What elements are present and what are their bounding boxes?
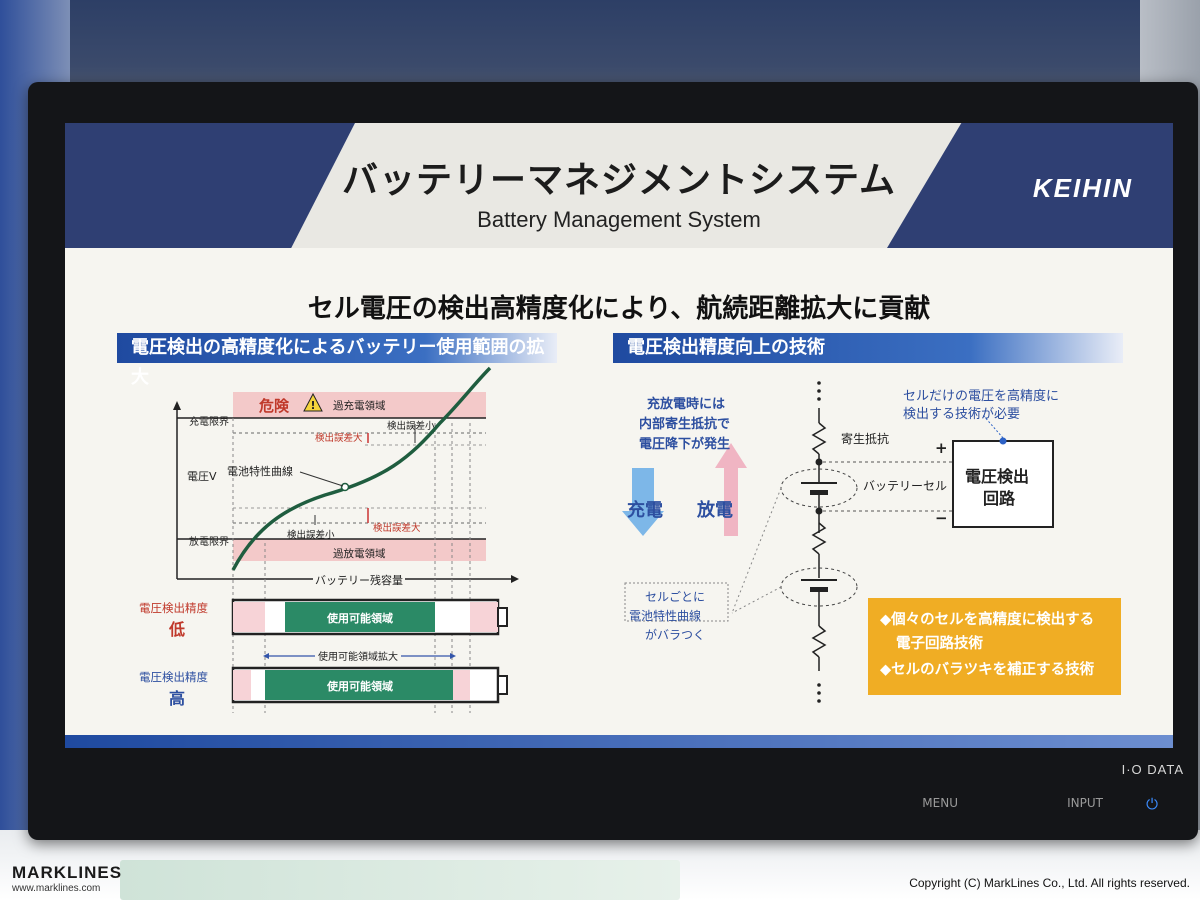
- overdischarge-zone: [233, 539, 486, 561]
- overdischarge-region-label: 過放電領域: [333, 548, 386, 560]
- vary-line-2: 電池特性曲線: [629, 609, 702, 623]
- watermark-url: www.marklines.com: [12, 883, 101, 894]
- discharge-limit-label: 放電限界: [189, 537, 229, 548]
- danger-label: 危険: [259, 397, 290, 415]
- right-section-header: 電圧検出精度向上の技術: [613, 333, 1123, 363]
- battery-curve: [231, 366, 492, 571]
- battery-cell-label: バッテリーセル: [863, 479, 948, 493]
- presentation-slide: KEIHIN バッテリーマネジメントシステム Battery Managemen…: [65, 123, 1173, 748]
- low-precision-label: 電圧検出精度: [139, 601, 208, 615]
- low-precision-value: 低: [169, 620, 186, 639]
- parasitic-resistor-icon: [811, 422, 827, 455]
- slide-footer-stripe: [65, 735, 1173, 748]
- usable-region-label-low: 使用可能領域: [327, 612, 393, 625]
- detector-line-2: 回路: [983, 489, 1016, 508]
- vary-line-3: がバラつく: [645, 628, 706, 642]
- slide-title-en: Battery Management System: [477, 207, 761, 232]
- watermark-name: MARKLINES: [12, 863, 123, 882]
- technology-callout: ◆個々のセルを高精度に検出する 電子回路技術 ◆セルのバラツキを補正する技術: [868, 598, 1121, 695]
- copyright-text: Copyright (C) MarkLines Co., Ltd. All ri…: [909, 876, 1190, 890]
- bullet-1-line-2: 電子回路技術: [896, 636, 983, 652]
- usable-region-label-high: 使用可能領域: [327, 680, 393, 693]
- note-line-1: 充放電時には: [647, 397, 726, 412]
- error-small-label-bottom: 検出誤差小: [287, 530, 335, 541]
- menu-button-label: MENU: [922, 796, 958, 810]
- parasitic-label: 寄生抵抗: [841, 432, 890, 446]
- slide-graphics: !: [173, 366, 1054, 713]
- monitor-brand: I·O DATA: [1121, 762, 1184, 777]
- error-large-label-top: 検出誤差大: [315, 433, 363, 444]
- callout-line-1: セルだけの電圧を高精度に: [903, 389, 1060, 404]
- note-line-2: 内部寄生抵抗で: [639, 417, 731, 432]
- discharge-label: 放電: [697, 500, 733, 521]
- note-line-3: 電圧降下が発生: [639, 437, 731, 452]
- x-axis-label: バッテリー残容量: [313, 572, 405, 588]
- overcharge-region-label: 過充電領域: [333, 400, 386, 412]
- battery-cell-icon: [810, 587, 828, 592]
- keihin-logo: KEIHIN: [1032, 173, 1133, 203]
- bullet-2: ◆セルのバラツキを補正する技術: [880, 662, 1095, 678]
- charge-arrow-icon: [622, 468, 664, 536]
- error-small-label-top: 検出誤差小: [387, 421, 435, 432]
- high-precision-label: 電圧検出精度: [139, 670, 208, 684]
- charge-limit-label: 充電限界: [189, 417, 229, 428]
- battery-cell-icon: [810, 490, 828, 495]
- power-icon: ⏻: [1146, 795, 1158, 813]
- plus-terminal: +: [935, 439, 948, 457]
- danger-zone: [233, 392, 486, 418]
- curve-label: 電池特性曲線: [227, 465, 293, 478]
- expansion-label: 使用可能領域拡大: [315, 648, 401, 663]
- input-button-label: INPUT: [1067, 796, 1103, 810]
- marklines-watermark: MARKLINES www.marklines.com: [12, 863, 122, 894]
- battery-module-display: [120, 860, 680, 900]
- slide-headline: セル電圧の検出高精度化により、航続距離拡大に貢献: [307, 294, 931, 324]
- bullet-1-line-1: ◆個々のセルを高精度に検出する: [880, 612, 1095, 628]
- slide-title-jp: バッテリーマネジメントシステム: [342, 160, 896, 201]
- high-precision-value: 高: [169, 689, 186, 708]
- discharge-arrow-icon: [715, 443, 747, 536]
- charge-label: 充電: [627, 500, 663, 521]
- left-section-header: 電圧検出の高精度化によるバッテリー使用範囲の拡大: [117, 333, 557, 388]
- detector-line-1: 電圧検出: [965, 467, 1030, 486]
- minus-terminal: −: [935, 509, 948, 527]
- svg-text:!: !: [310, 399, 315, 412]
- usable-region-low: [285, 602, 435, 632]
- usable-region-high: [265, 670, 453, 700]
- error-large-label-bottom: 検出誤差大: [373, 523, 421, 534]
- y-axis-label: 電圧V: [187, 470, 217, 483]
- warning-icon: [303, 392, 323, 412]
- vary-line-1: セルごとに: [645, 590, 706, 604]
- callout-line-2: 検出する技術が必要: [903, 407, 1021, 422]
